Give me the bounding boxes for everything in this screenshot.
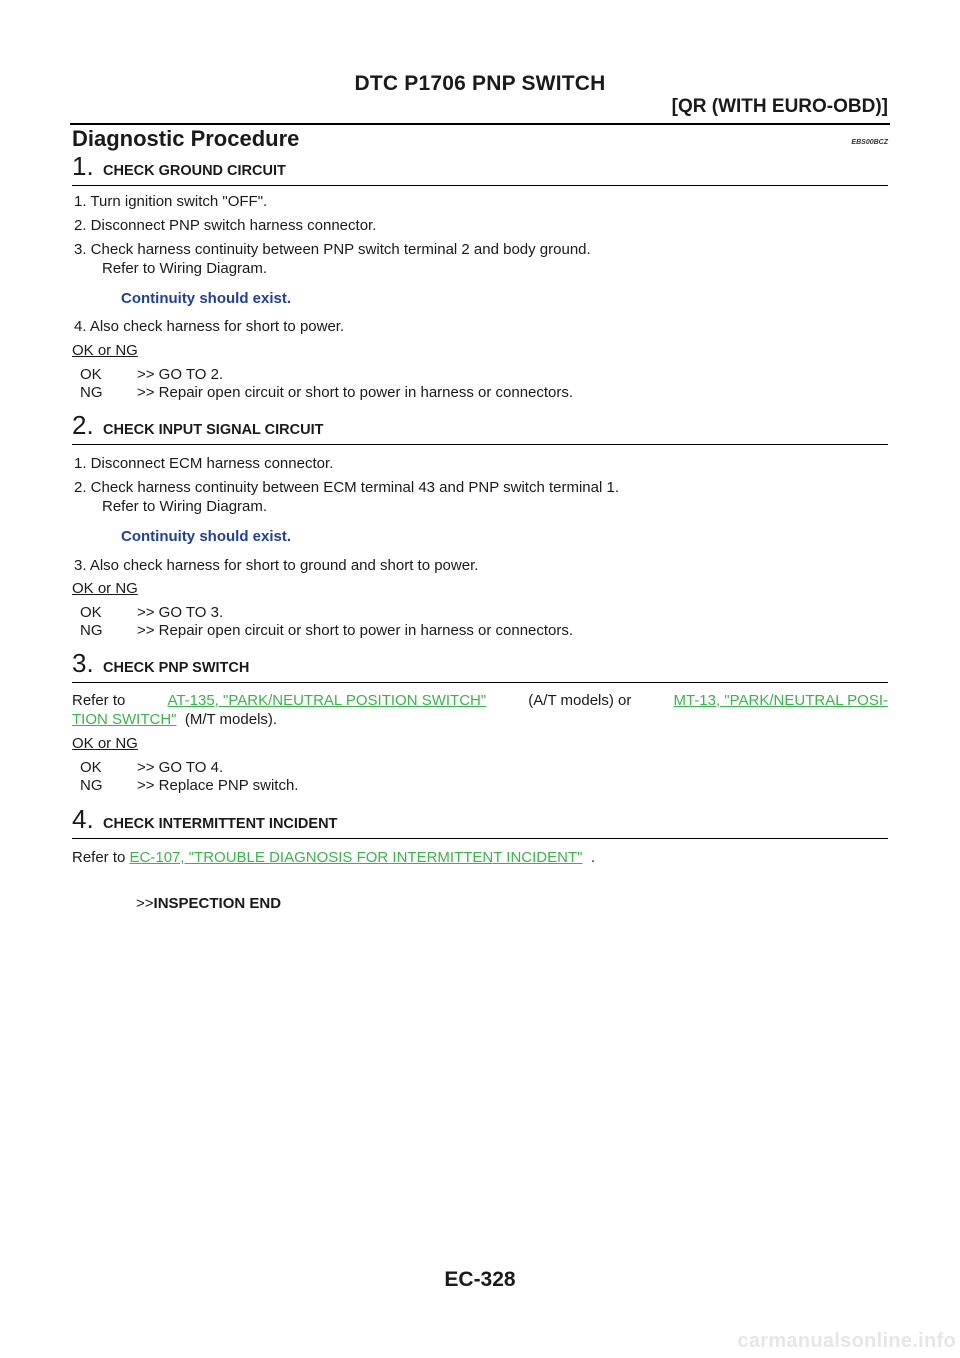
step-1-item-3: 3. Check harness continuity between PNP … — [74, 241, 591, 258]
step-1-item-4: Refer to Wiring Diagram. — [102, 260, 268, 277]
link-mt-13[interactable]: MT-13, "PARK/NEUTRAL POSI- — [673, 692, 888, 709]
step-1-note: Continuity should exist. — [121, 290, 292, 307]
response-key: NG — [80, 384, 103, 401]
step-3-refer-line-2: TION SWITCH" (M/T models). — [72, 711, 277, 728]
ok-or-ng-label: OK or NG — [72, 735, 138, 752]
ok-or-ng-label: OK or NG — [72, 342, 138, 359]
step-1-item-1: 1. Turn ignition switch "OFF". — [74, 193, 268, 210]
section-code: EBS00BCZ — [851, 139, 888, 146]
response-text: >> Repair open circuit or short to power… — [137, 622, 574, 639]
response-ng: NG >> Replace PNP switch. — [80, 777, 298, 794]
response-ng: NG >> Repair open circuit or short to pow… — [80, 622, 573, 639]
response-ok: OK >> GO TO 4. — [80, 759, 223, 776]
step-1-heading: 1. CHECK GROUND CIRCUIT — [72, 151, 888, 186]
step-title: CHECK GROUND CIRCUIT — [103, 163, 286, 179]
page-title: DTC P1706 PNP SWITCH — [354, 72, 606, 95]
step-2-item-2: 2. Check harness continuity between ECM … — [74, 479, 619, 496]
step-3: 3. CHECK PNP SWITCH — [72, 648, 888, 683]
response-ok: OK >> GO TO 3. — [80, 604, 223, 621]
step-number: 1. — [72, 151, 94, 181]
response-key: NG — [80, 622, 103, 639]
step-1-item-after: 4. Also check harness for short to power… — [74, 318, 345, 335]
page-subtitle: [QR (WITH EURO-OBD)] — [671, 96, 888, 117]
step-4: 4. CHECK INTERMITTENT INCIDENT — [72, 804, 888, 839]
response-text: >> GO TO 3. — [137, 604, 224, 621]
refer-mid-text: (A/T models) or — [528, 692, 632, 709]
refer-suffix: . — [590, 849, 595, 866]
step-number: 3. — [72, 648, 94, 678]
refer-suffix: (M/T models). — [184, 711, 278, 728]
response-key: OK — [80, 759, 102, 776]
step-2-heading: 2. CHECK INPUT SIGNAL CIRCUIT — [72, 410, 888, 445]
response-text: >> GO TO 4. — [137, 759, 224, 776]
inspection-end: >>INSPECTION END — [136, 895, 281, 912]
response-key: OK — [80, 604, 102, 621]
link-at-135[interactable]: AT-135, "PARK/NEUTRAL POSITION SWITCH" — [167, 692, 487, 709]
step-number: 4. — [72, 804, 94, 834]
link-ec-107[interactable]: EC-107, "TROUBLE DIAGNOSIS FOR INTERMITT… — [129, 849, 583, 866]
step-2-item-1: 1. Disconnect ECM harness connector. — [74, 455, 334, 472]
step-3-heading: 3. CHECK PNP SWITCH — [72, 648, 888, 683]
step-4-heading: 4. CHECK INTERMITTENT INCIDENT — [72, 804, 888, 839]
response-text: >> GO TO 2. — [137, 366, 224, 383]
section-heading: Diagnostic Procedure — [72, 126, 300, 151]
link-mt-13-continued[interactable]: TION SWITCH" — [72, 711, 177, 728]
step-number: 2. — [72, 410, 94, 440]
step-3-refer-line: Refer to AT-135, "PARK/NEUTRAL POSITION … — [72, 692, 888, 709]
ok-or-ng-label: OK or NG — [72, 580, 138, 597]
step-1: 1. CHECK GROUND CIRCUIT — [72, 151, 888, 186]
response-text: >> Repair open circuit or short to power… — [137, 384, 574, 401]
step-title: CHECK INTERMITTENT INCIDENT — [103, 816, 338, 832]
step-2-item-3: Refer to Wiring Diagram. — [102, 498, 268, 515]
response-ok: OK >> GO TO 2. — [80, 366, 223, 383]
end-arrow: >> — [136, 895, 154, 912]
end-text: INSPECTION END — [153, 895, 282, 912]
refer-prefix: Refer to — [72, 849, 126, 866]
step-4-refer-line: Refer to EC-107, "TROUBLE DIAGNOSIS FOR … — [72, 849, 595, 866]
step-2-item-after: 3. Also check harness for short to groun… — [74, 557, 479, 574]
refer-prefix: Refer to — [72, 692, 126, 709]
response-key: OK — [80, 366, 102, 383]
response-key: NG — [80, 777, 103, 794]
step-2-note: Continuity should exist. — [121, 528, 292, 545]
step-1-item-2: 2. Disconnect PNP switch harness connect… — [74, 217, 377, 234]
response-text: >> Replace PNP switch. — [137, 777, 299, 794]
page-number: EC-328 — [444, 1268, 516, 1291]
step-2: 2. CHECK INPUT SIGNAL CIRCUIT — [72, 410, 888, 445]
step-title: CHECK PNP SWITCH — [103, 660, 250, 676]
step-title: CHECK INPUT SIGNAL CIRCUIT — [103, 422, 324, 438]
header-divider — [70, 123, 890, 125]
watermark: carmanualsonline.info — [737, 1330, 956, 1352]
response-ng: NG >> Repair open circuit or short to pow… — [80, 384, 573, 401]
